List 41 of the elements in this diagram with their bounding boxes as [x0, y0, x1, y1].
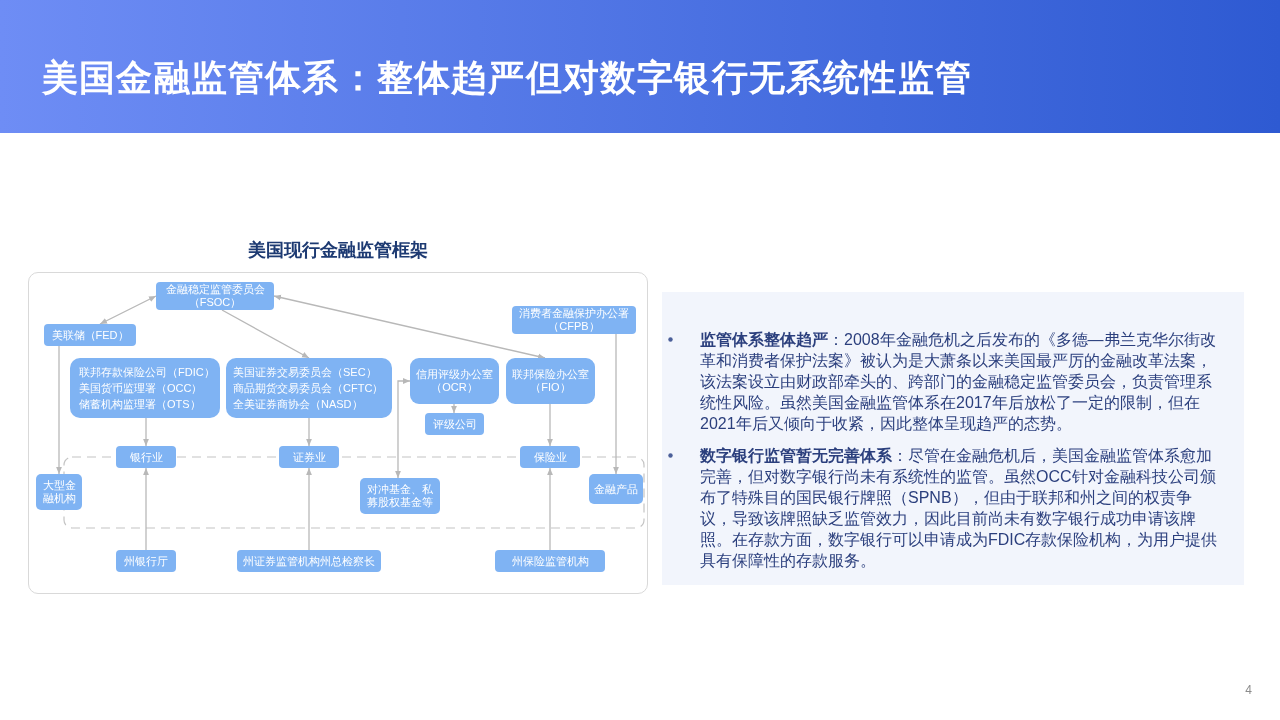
- arrow: [143, 417, 149, 447]
- box-text: 全美证券商协会（NASD）: [233, 397, 363, 412]
- agency-box: 美联储（FED）: [44, 324, 136, 346]
- box-text: 商品期货交易委员会（CFTC）: [233, 381, 384, 396]
- arrow: [306, 467, 312, 551]
- box-text: 联邦存款保险公司（FDIC）: [79, 365, 215, 380]
- entity-box: 金融产品: [589, 474, 643, 504]
- double-arrow: [395, 378, 411, 479]
- agency-box: 州证券监管机构州总检察长: [237, 550, 381, 572]
- bullet-paragraph: 数字银行监管暂无完善体系：尽管在金融危机后，美国金融监管体系愈加完善，但对数字银行尚未有系统性的监管。虽然OCC针对金融科技公司颁布了特殊目的国民银行牌照（SPNB），但由于联邦和州之间的权责争议，导致该牌照缺乏监管效力，因此目前尚未有数字银行成功申请该牌照。在存款方面，数字银行可以申请成为FDIC存款保险机构，为用户提供具有保障性的存款服务。: [700, 446, 1218, 571]
- bullet-paragraph: 监管体系整体趋严：2008年金融危机之后发布的《多德—弗兰克华尔街改革和消费者保护法案》被认为是大萧条以来美国最严厉的金融改革法案，该法案设立由财政部牵头的、跨部门的金融稳定监管委员会，负责管理系统性风险。虽然美国金融监管体系在2017年后放松了一定的限制，但在2021年后又倾向于收紧，因此整体呈现趋严的态势。: [700, 330, 1217, 434]
- arrow: [306, 417, 312, 447]
- page-number: 4: [1244, 682, 1252, 698]
- box-text: 储蓄机构监理署（OTS）: [79, 397, 201, 412]
- box-text: 美国货币监理署（OCC）: [79, 381, 203, 396]
- sector-box: 证券业: [279, 446, 339, 468]
- diagram-heading: 美国现行金融监管框架: [247, 239, 429, 262]
- agency-box: [70, 358, 220, 418]
- entity-box: 对冲基金、私募股权基金等: [360, 478, 440, 514]
- slide-title: 美国金融监管体系：整体趋严但对数字银行无系统性监管: [42, 56, 972, 100]
- agency-box: [226, 358, 392, 418]
- agency-box: 州保险监管机构: [495, 550, 605, 572]
- sector-box: 保险业: [520, 446, 580, 468]
- double-arrow: [273, 294, 546, 360]
- entity-box: 大型金融机构: [36, 474, 82, 510]
- agency-box: 金融稳定监管委员会（FSOC）: [156, 282, 274, 310]
- entity-box: 评级公司: [425, 413, 484, 435]
- arrow: [143, 467, 149, 551]
- agency-box: 联邦保险办公室（FIO）: [506, 358, 595, 404]
- agency-box: 州银行厅: [116, 550, 176, 572]
- double-arrow: [99, 295, 157, 325]
- agency-box: 消费者金融保护办公署（CFPB）: [512, 306, 636, 334]
- arrow: [451, 403, 457, 414]
- box-text: 美国证券交易委员会（SEC）: [233, 365, 377, 380]
- sector-box: 银行业: [116, 446, 176, 468]
- arrow: [221, 309, 310, 359]
- arrow: [613, 333, 619, 475]
- arrow: [547, 403, 553, 447]
- arrow: [56, 345, 62, 475]
- arrow: [547, 467, 553, 551]
- agency-box: 信用评级办公室（OCR）: [410, 358, 499, 404]
